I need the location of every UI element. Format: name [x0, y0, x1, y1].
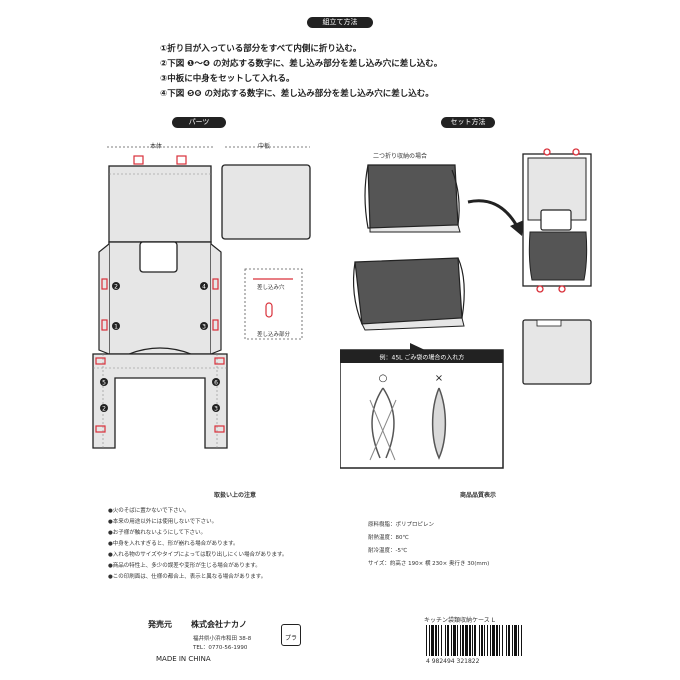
- step-4: ④下図 ❺❻ の対応する数字に、差し込み部分を差し込み穴に差し込む。: [160, 89, 434, 99]
- barcode-bars: [426, 625, 522, 656]
- barcode-bar: [431, 625, 434, 656]
- seller-label: 発売元: [148, 620, 172, 629]
- number-5: 5: [102, 380, 106, 387]
- barcode-bar: [429, 625, 430, 656]
- caution-5: ●入れる物のサイズやタイプによっては取り出しにくい場合があります。: [108, 552, 288, 558]
- barcode-bar: [484, 625, 485, 656]
- legend-insert-text: 差し込み部分: [257, 332, 291, 338]
- number-1: 2: [114, 284, 118, 291]
- barcode-bar: [490, 625, 491, 656]
- legend-hole-text: 差し込み穴: [257, 285, 285, 291]
- quality-cold: 耐冷温度：-5℃: [368, 548, 408, 554]
- barcode: [424, 625, 524, 656]
- caution-1: ●火のそばに置かないで下さい。: [108, 508, 190, 514]
- barcode-bar: [481, 625, 483, 656]
- barcode-bar: [479, 625, 480, 656]
- made-in: MADE IN CHINA: [156, 655, 211, 663]
- number-3b: 3: [214, 406, 218, 413]
- barcode-bar: [514, 625, 517, 656]
- barcode-bar: [445, 625, 446, 656]
- barcode-bar: [496, 625, 498, 656]
- barcode-bar: [438, 625, 439, 656]
- barcode-bar: [462, 625, 464, 656]
- barcode-bar: [521, 625, 522, 656]
- quality-size: サイズ：約高さ 190× 横 230× 奥行き 30(mm): [368, 561, 490, 567]
- body-label: 本体: [150, 143, 163, 150]
- barcode-bar: [426, 625, 427, 656]
- barcode-bar: [441, 625, 442, 656]
- barcode-bar: [518, 625, 519, 656]
- middle-board-label: 中板: [258, 143, 271, 150]
- setup-tab: セット方法: [441, 117, 495, 128]
- barcode-bar: [472, 625, 473, 656]
- barcode-bar: [451, 625, 452, 656]
- seller-address: 福井県小浜市和田 38-8: [193, 636, 252, 642]
- quality-material: 原料樹脂：ポリプロピレン: [368, 522, 435, 528]
- barcode-bar: [435, 625, 437, 656]
- barcode-bar: [502, 625, 503, 656]
- bad-mark: ×: [435, 373, 443, 384]
- number-3: 3: [202, 324, 206, 331]
- number-4: 4: [202, 284, 206, 291]
- barcode-number: 4 982494 321822: [426, 658, 480, 665]
- number-2: 2: [102, 406, 106, 413]
- barcode-bar: [506, 625, 507, 656]
- seller-company: 株式会社ナカノ: [191, 620, 247, 629]
- caution-2: ●本来の用途以外には使用しないで下さい。: [108, 519, 218, 525]
- step-1: ①折り目が入っている部分をすべて内側に折り込む。: [160, 44, 362, 54]
- barcode-bar: [474, 625, 476, 656]
- barcode-bar: [447, 625, 449, 656]
- caution-3: ●お子様が触れないようにして下さい。: [108, 530, 207, 536]
- assembly-title: 組立て方法: [307, 17, 373, 28]
- seller-tel: TEL：0770-56-1990: [193, 645, 248, 651]
- quality-title: 商品品質表示: [460, 492, 497, 499]
- folded-storage-label: 二つ折り収納の場合: [373, 153, 428, 160]
- cautions-title: 取扱い上の注意: [214, 492, 257, 499]
- barcode-bar: [487, 625, 488, 656]
- caution-7: ●この印刷面は、仕様の都合上、表示と異なる場合があります。: [108, 574, 267, 580]
- quality-heat: 耐熱温度：80℃: [368, 535, 409, 541]
- number-1b: 1: [114, 324, 118, 331]
- recycle-pla-icon: プラ: [281, 624, 301, 646]
- barcode-bar: [453, 625, 456, 656]
- caution-6: ●商品の特性上、多少の誤差や変形が生じる場合があります。: [108, 563, 261, 569]
- barcode-bar: [460, 625, 461, 656]
- step-2: ②下図 ❶～❹ の対応する数字に、差し込み部分を差し込み穴に差し込む。: [160, 59, 443, 69]
- barcode-bar: [465, 625, 468, 656]
- barcode-bar: [469, 625, 471, 656]
- good-mark: ○: [379, 373, 388, 384]
- parts-diagram: 2 4 1 3 5 6 2 3: [92, 146, 311, 449]
- product-name: キッチン袋類収納ケース L: [424, 617, 495, 624]
- parts-tab: パーツ: [172, 117, 226, 128]
- example-title: 例：45L ごみ袋の場合の入れ方: [380, 354, 465, 362]
- recycle-mark: プラ: [284, 635, 297, 642]
- barcode-bar: [457, 625, 458, 656]
- barcode-bar: [512, 625, 513, 656]
- barcode-bar: [499, 625, 500, 656]
- caution-4: ●中身を入れすぎると、形が崩れる場合があります。: [108, 541, 239, 547]
- barcode-bar: [508, 625, 510, 656]
- step-3: ③中板に中身をセットして入れる。: [160, 74, 295, 84]
- number-6: 6: [214, 380, 218, 387]
- setup-diagram: 例：45L ごみ袋の場合の入れ方 ○ ×: [340, 148, 592, 469]
- barcode-bar: [492, 625, 495, 656]
